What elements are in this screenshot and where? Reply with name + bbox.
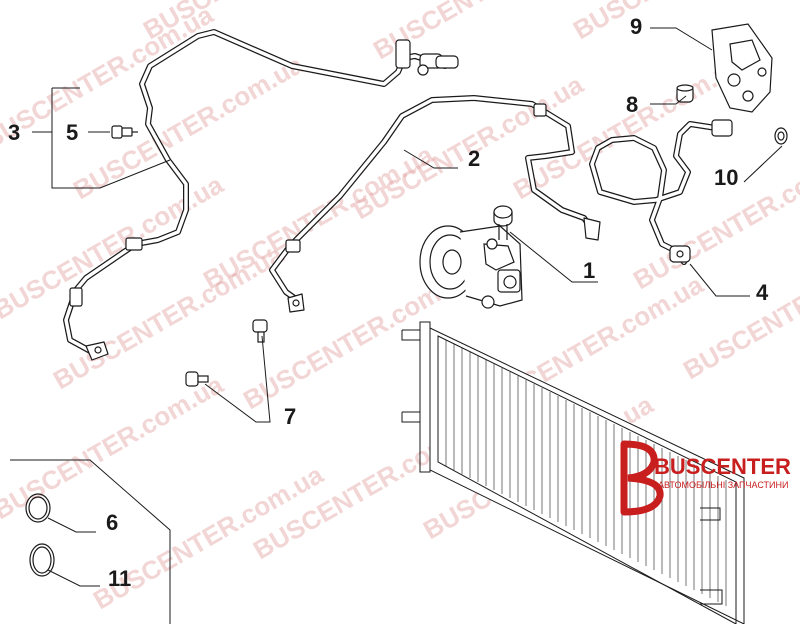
flange-plate [711, 23, 773, 113]
callout-4: 4 [756, 280, 769, 305]
seal-ring-small [774, 127, 788, 145]
bolt-upper [252, 319, 268, 343]
condenser [401, 321, 745, 624]
o-ring-11 [29, 543, 55, 577]
callout-10: 10 [714, 165, 738, 190]
callout-2: 2 [468, 146, 480, 171]
callout-9: 9 [630, 14, 642, 39]
callout-3: 3 [8, 120, 20, 145]
callout-6: 6 [106, 510, 118, 535]
compressor [419, 225, 523, 309]
pressure-switch [111, 125, 138, 139]
o-ring-6 [25, 493, 51, 523]
pipe-2 [269, 95, 601, 313]
buscenter-logo: BUSCENTER АВТОМОБІЛЬНІ ЗАПЧАСТИНИ [620, 440, 791, 516]
watermark: BUSCENTER.com.ua [568, 0, 800, 45]
callout-11: 11 [108, 566, 131, 591]
callout-8: 8 [626, 92, 638, 117]
callout-5: 5 [66, 120, 78, 145]
pipe-3 [63, 29, 459, 361]
callout-1: 1 [583, 258, 595, 283]
compressor-bolt [493, 205, 513, 240]
valve-cap [676, 84, 694, 103]
callout-7: 7 [284, 404, 296, 429]
watermark: BUSCENTER.com.ua [0, 369, 229, 525]
logo-wordmark: BUSCENTER [654, 454, 791, 479]
bolt-lower [185, 371, 209, 387]
logo-tagline: АВТОМОБІЛЬНІ ЗАПЧАСТИНИ [658, 480, 788, 490]
leader-lines [10, 27, 783, 624]
pipe-4 [589, 119, 733, 265]
callout-numbers: 1 2 3 4 5 6 7 8 9 10 11 [8, 14, 769, 591]
